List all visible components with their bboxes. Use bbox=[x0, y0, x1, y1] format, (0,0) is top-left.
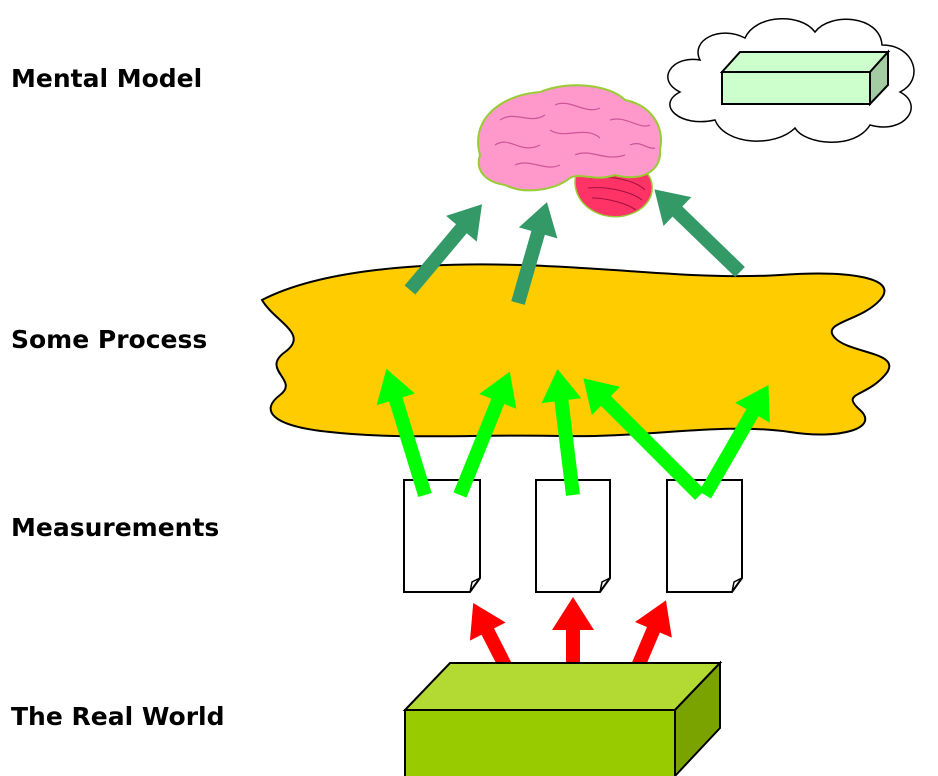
process-to-brain-arrows bbox=[404, 189, 745, 305]
measurement-page bbox=[535, 479, 611, 593]
real-world-box-front bbox=[404, 709, 676, 776]
dark-green-arrow bbox=[404, 204, 482, 295]
green-arrow bbox=[698, 385, 770, 499]
thought-cloud bbox=[667, 18, 915, 143]
process-blob bbox=[260, 263, 891, 438]
real-world-box bbox=[402, 660, 723, 776]
some-process-label: Some Process bbox=[11, 325, 208, 354]
dark-green-arrow bbox=[511, 202, 558, 305]
green-arrow bbox=[453, 371, 517, 498]
thought-box bbox=[719, 49, 891, 107]
real-world-label: The Real World bbox=[11, 702, 225, 731]
real-world-box-top bbox=[402, 662, 723, 711]
dark-green-arrow bbox=[654, 189, 745, 278]
green-arrow bbox=[583, 378, 705, 500]
cerebrum bbox=[477, 84, 662, 192]
measurements-to-process-arrows bbox=[376, 368, 770, 500]
mental-model-label: Mental Model bbox=[11, 64, 203, 93]
thought-box-front bbox=[721, 71, 871, 105]
green-arrow bbox=[376, 368, 432, 498]
brain bbox=[477, 84, 662, 218]
measurement-page bbox=[403, 479, 481, 593]
measurement-page bbox=[666, 479, 743, 593]
measurements-label: Measurements bbox=[11, 513, 220, 542]
green-arrow bbox=[541, 368, 582, 496]
thought-box-top bbox=[719, 51, 891, 73]
measurement-pages bbox=[403, 479, 743, 593]
